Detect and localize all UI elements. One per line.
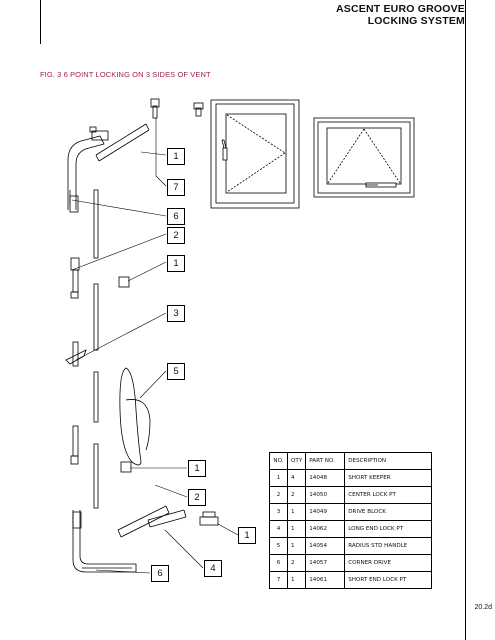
cell-description: RADIUS STD HANDLE [344,537,433,555]
cell-part-no: 14061 [305,571,346,589]
callout-handle: 5 [167,363,185,380]
cell-qty: 2 [286,554,307,572]
vertical-rail-assembly [65,123,219,573]
awning-window-diagram [313,117,415,198]
top-keeper-parts [150,98,204,119]
table-row: 5 1 14054 RADIUS STD HANDLE [269,537,433,555]
cell-no: 1 [269,469,288,487]
cell-no: 3 [269,503,288,521]
callout-drive-block: 3 [167,305,185,322]
table-row: 6 2 14057 CORNER DRIVE [269,554,433,572]
page-number: 20.2d [474,604,492,611]
cell-qty: 4 [286,469,307,487]
callout-short-end-lock: 7 [167,179,185,196]
callout-center-lock-bottom: 2 [188,489,206,506]
cell-part-no: 14050 [305,486,346,504]
title-line-1: ASCENT EURO GROOVE [335,3,465,15]
cell-description: DRIVE BLOCK [344,503,433,521]
header-no: NO. [269,452,288,470]
table-row: 3 1 14049 DRIVE BLOCK [269,503,433,521]
cell-part-no: 14054 [305,537,346,555]
callout-short-keeper-mid: 1 [167,255,185,272]
cell-description: CORNER DRIVE [344,554,433,572]
table-row: 2 2 14050 CENTER LOCK PT [269,486,433,504]
cell-description: LONG END LOCK PT [344,520,433,538]
parts-table: NO. QTY PART NO. DESCRIPTION 1 4 14048 S… [269,452,433,589]
cell-no: 7 [269,571,288,589]
callout-leader-lines [71,118,239,574]
callout-center-lock-top: 2 [167,227,185,244]
table-row: 7 1 14061 SHORT END LOCK PT [269,571,433,589]
header-part-no: PART NO. [305,452,346,470]
casement-window-diagram [210,99,300,209]
callout-short-keeper-low: 1 [188,460,206,477]
callout-short-keeper-top: 1 [167,148,185,165]
cell-description: SHORT KEEPER [344,469,433,487]
cell-part-no: 14049 [305,503,346,521]
callout-corner-drive-top: 6 [167,208,185,225]
table-row: 4 1 14062 LONG END LOCK PT [269,520,433,538]
callout-corner-drive-bottom: 6 [151,565,169,582]
cell-no: 5 [269,537,288,555]
cell-part-no: 14048 [305,469,346,487]
table-row: 1 4 14048 SHORT KEEPER [269,469,433,487]
cell-part-no: 14062 [305,520,346,538]
cell-no: 2 [269,486,288,504]
parts-table-header-row: NO. QTY PART NO. DESCRIPTION [269,452,433,470]
cell-qty: 1 [286,537,307,555]
header-description: DESCRIPTION [344,452,433,470]
header-qty: QTY [286,452,307,470]
title-line-2: LOCKING SYSTEM [367,15,465,27]
right-margin-line [465,0,466,640]
cell-no: 6 [269,554,288,572]
cell-no: 4 [269,520,288,538]
callout-long-end-lock: 4 [204,560,222,577]
cell-part-no: 14057 [305,554,346,572]
figure-caption: FIG. 3 6 POINT LOCKING ON 3 SIDES OF VEN… [40,70,211,79]
cell-qty: 1 [286,520,307,538]
cell-description: CENTER LOCK PT [344,486,433,504]
left-margin-line [40,0,41,44]
cell-qty: 2 [286,486,307,504]
document-title: ASCENT EURO GROOVE LOCKING SYSTEM [336,3,465,27]
cell-qty: 1 [286,503,307,521]
cell-description: SHORT END LOCK PT [344,571,433,589]
callout-short-keeper-bottom: 1 [238,527,256,544]
cell-qty: 1 [286,571,307,589]
